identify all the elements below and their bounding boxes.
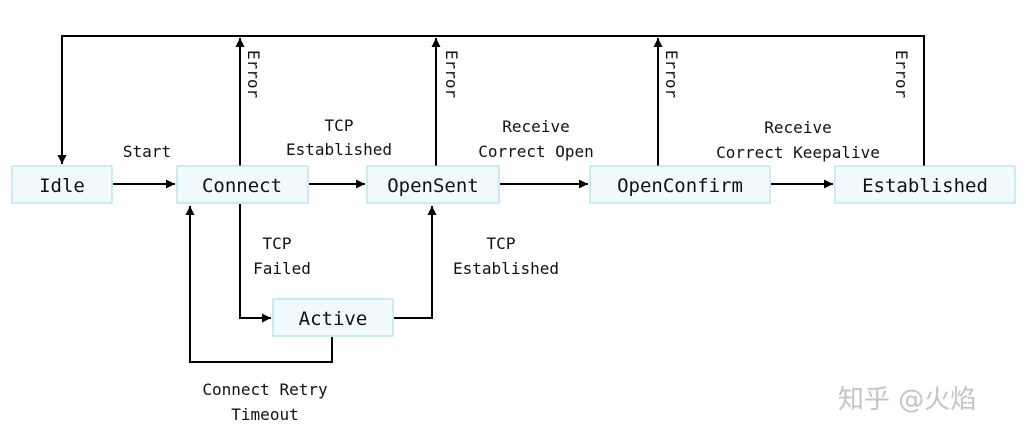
label-error-openconfirm: Error: [662, 50, 681, 99]
watermark: 知乎 @火焰: [838, 385, 976, 415]
state-connect: Connect: [176, 165, 309, 204]
state-idle-label: Idle: [39, 175, 85, 197]
label-tcp-established-2-line2: Established: [453, 259, 559, 278]
label-receive-keepalive-line1: Receive: [764, 118, 831, 137]
state-idle: Idle: [11, 165, 113, 204]
state-opensent: OpenSent: [366, 165, 500, 204]
edge-active-connect: [185, 206, 333, 363]
state-connect-label: Connect: [202, 175, 282, 197]
state-openconfirm-label: OpenConfirm: [617, 175, 743, 197]
label-error-opensent: Error: [442, 50, 461, 99]
edge-active-opensent: [394, 206, 437, 319]
state-openconfirm: OpenConfirm: [589, 165, 771, 204]
label-receive-open-line2: Correct Open: [478, 142, 594, 161]
label-start: Start: [123, 142, 171, 161]
edges: [57, 35, 925, 363]
label-receive-keepalive-line2: Correct Keepalive: [716, 143, 880, 162]
label-error-connect: Error: [244, 50, 263, 99]
state-established: Established: [834, 165, 1016, 204]
state-established-label: Established: [862, 175, 988, 197]
label-tcp-established-1-line2: Established: [286, 140, 392, 159]
error-return-loop: [57, 35, 925, 166]
label-error-established: Error: [892, 50, 911, 99]
state-opensent-label: OpenSent: [387, 175, 479, 197]
label-receive-open-line1: Receive: [502, 117, 569, 136]
label-tcp-failed-line1: TCP: [263, 234, 292, 253]
label-tcp-failed-line2: Failed: [253, 259, 311, 278]
label-connect-retry-line1: Connect Retry: [202, 380, 328, 399]
label-connect-retry-line2: Timeout: [231, 405, 298, 424]
edge-connect-active: [239, 204, 271, 323]
label-tcp-established-1-line1: TCP: [325, 116, 354, 135]
label-tcp-established-2-line1: TCP: [487, 234, 516, 253]
state-active-label: Active: [299, 308, 368, 330]
state-active: Active: [272, 298, 394, 337]
